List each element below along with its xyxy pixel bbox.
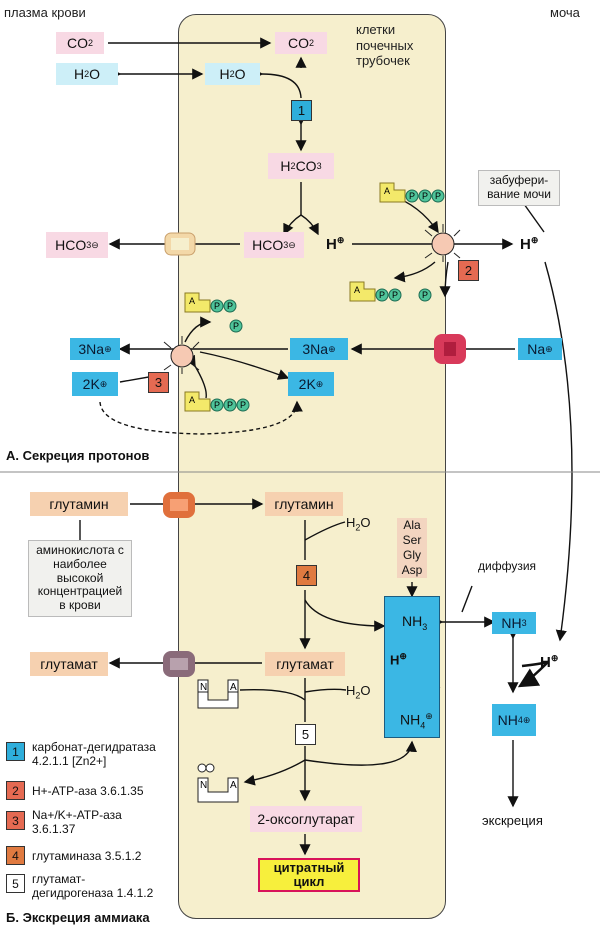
excretion-label: экскреция xyxy=(482,813,543,828)
atp-glyph-pump2: A P P P xyxy=(379,182,445,203)
k-2-cell: 2K⊕ xyxy=(288,372,334,396)
enzyme-1-badge: 1 xyxy=(291,100,312,121)
legend-text-3: Na+/K+-ATP-аза 3.6.1.37 xyxy=(32,808,122,837)
glutamate-transporter xyxy=(163,651,195,677)
svg-text:A: A xyxy=(230,780,237,791)
legend-badge-5: 5 xyxy=(6,874,25,893)
svg-text:P: P xyxy=(227,301,233,311)
svg-text:P: P xyxy=(227,400,233,410)
amino-acid-ser: Ser xyxy=(397,533,427,548)
amino-acid-asp: Asp xyxy=(397,563,427,578)
h-plus-block: H⊕ xyxy=(390,651,407,668)
adp-glyph-pump2: A P P P xyxy=(349,281,432,302)
na-urine: Na⊕ xyxy=(518,338,562,360)
h2o-label-2: H2O xyxy=(346,683,371,701)
svg-text:A: A xyxy=(189,296,195,306)
h-atpase-pump xyxy=(424,224,461,262)
k-2-plasma: 2K⊕ xyxy=(72,372,118,396)
glutamate-cell: глутамат xyxy=(265,652,345,676)
ammonia-block xyxy=(384,596,440,738)
svg-text:P: P xyxy=(422,191,428,201)
na-3-plasma: 3Na⊕ xyxy=(70,338,120,360)
svg-text:A: A xyxy=(230,682,237,693)
enzyme-2-badge: 2 xyxy=(458,260,479,281)
svg-text:P: P xyxy=(214,400,220,410)
legend-badge-2: 2 xyxy=(6,781,25,800)
svg-text:P: P xyxy=(240,400,246,410)
svg-text:P: P xyxy=(214,301,220,311)
section-b-title: Б. Экскреция аммиака xyxy=(6,910,150,925)
legend-badge-1: 1 xyxy=(6,742,25,761)
glutamine-plasma: глутамин xyxy=(30,492,128,516)
glutamine-note: аминокислота с наиболее высокой концентр… xyxy=(28,540,132,617)
h-plus-cell: H⊕ xyxy=(326,235,345,253)
buffering-callout: забуфери- вание мочи xyxy=(478,170,560,206)
legend-text-1: карбонат-дегидратаза 4.2.1.1 [Zn2+] xyxy=(32,740,156,769)
svg-text:P: P xyxy=(409,191,415,201)
adp-glyph-pump3: A P P P xyxy=(184,292,243,333)
atp-glyph-pump3: A P P P xyxy=(184,391,250,412)
svg-text:A: A xyxy=(189,395,195,405)
glutamine-cell: глутамин xyxy=(265,492,343,516)
na-k-atpase-pump xyxy=(163,336,200,374)
glutamate-plasma: глутамат xyxy=(30,652,108,676)
svg-text:N: N xyxy=(200,780,207,791)
enzyme-5-badge: 5 xyxy=(295,724,316,745)
legend-text-4: глутаминаза 3.5.1.2 xyxy=(32,849,142,863)
legend-text-2: H+-ATP-аза 3.6.1.35 xyxy=(32,784,144,798)
enzyme-3-badge: 3 xyxy=(148,372,169,393)
svg-text:P: P xyxy=(392,290,398,300)
urine-header: моча xyxy=(550,5,580,20)
svg-text:P: P xyxy=(233,321,239,331)
h-plus-urine: H⊕ xyxy=(520,235,539,253)
hco3-channel xyxy=(164,232,196,256)
nh3-cell: NH3 xyxy=(402,613,428,632)
plasma-header: плазма крови xyxy=(4,5,86,20)
amino-acid-ala: Ala xyxy=(397,518,427,533)
legend-badge-3: 3 xyxy=(6,811,25,830)
glutamine-transporter xyxy=(163,492,195,518)
section-a-title: А. Секреция протонов xyxy=(6,448,150,463)
cells-header: клетки почечных трубочек xyxy=(356,22,414,69)
na-3-cell: 3Na⊕ xyxy=(290,338,348,360)
h2o-label-1: H2O xyxy=(346,515,371,533)
legend-badge-4: 4 xyxy=(6,846,25,865)
svg-text:P: P xyxy=(422,290,428,300)
svg-text:P: P xyxy=(435,191,441,201)
h-plus-urine-b: H⊕ xyxy=(540,653,559,671)
enzyme-4-badge: 4 xyxy=(296,565,317,586)
citrate-cycle: цитратный цикл xyxy=(258,858,360,892)
svg-text:A: A xyxy=(384,186,390,196)
nh4-cell: NH4⊕ xyxy=(400,711,433,731)
diffusion-label: диффузия xyxy=(478,559,537,573)
oxoglutarate: 2-оксоглутарат xyxy=(250,806,362,832)
na-channel xyxy=(434,334,466,364)
amino-acid-gly: Gly xyxy=(397,548,427,563)
svg-text:A: A xyxy=(354,285,360,295)
legend-text-5: глутамат- дегидрогеназа 1.4.1.2 xyxy=(32,872,154,901)
svg-text:P: P xyxy=(379,290,385,300)
svg-text:N: N xyxy=(200,682,207,693)
